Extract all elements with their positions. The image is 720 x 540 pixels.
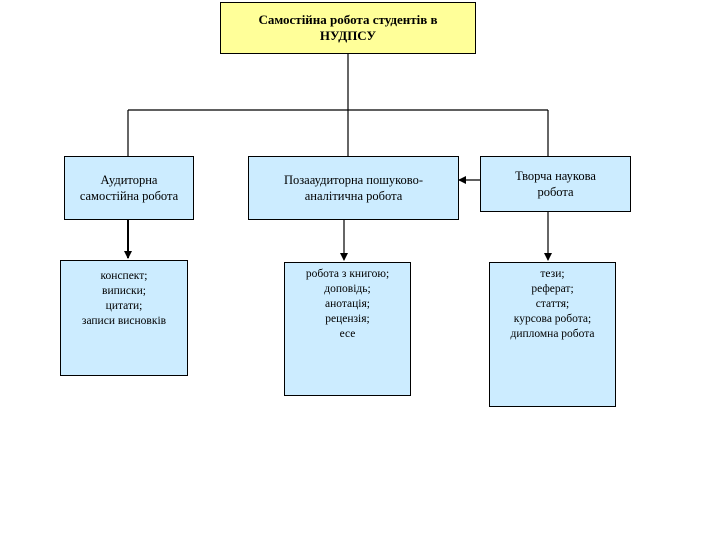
- category-node-label: Позааудиторна пошуково- аналітична робот…: [283, 173, 424, 203]
- category-node-creative: Творча наукова робота: [480, 156, 631, 212]
- leaf-node-auditory: конспект; виписки; цитати; записи виснов…: [60, 260, 188, 376]
- category-node-label: Аудиторна самостійна робота: [79, 173, 179, 203]
- category-node-extracurricular: Позааудиторна пошуково- аналітична робот…: [248, 156, 459, 220]
- category-node-auditory: Аудиторна самостійна робота: [64, 156, 194, 220]
- leaf-node-label: конспект; виписки; цитати; записи виснов…: [81, 270, 167, 327]
- leaf-node-label: тези; реферат; стаття; курсова робота; д…: [510, 268, 595, 340]
- category-node-label: Творча наукова робота: [515, 169, 596, 199]
- leaf-node-label: робота з книгою; доповідь; анотація; рец…: [305, 268, 390, 340]
- leaf-node-creative: тези; реферат; стаття; курсова робота; д…: [489, 262, 616, 407]
- leaf-node-extracurricular: робота з книгою; доповідь; анотація; рец…: [284, 262, 411, 396]
- root-node-label: Самостійна робота студентів в НУДПСУ: [258, 12, 438, 43]
- root-node: Самостійна робота студентів в НУДПСУ: [220, 2, 476, 54]
